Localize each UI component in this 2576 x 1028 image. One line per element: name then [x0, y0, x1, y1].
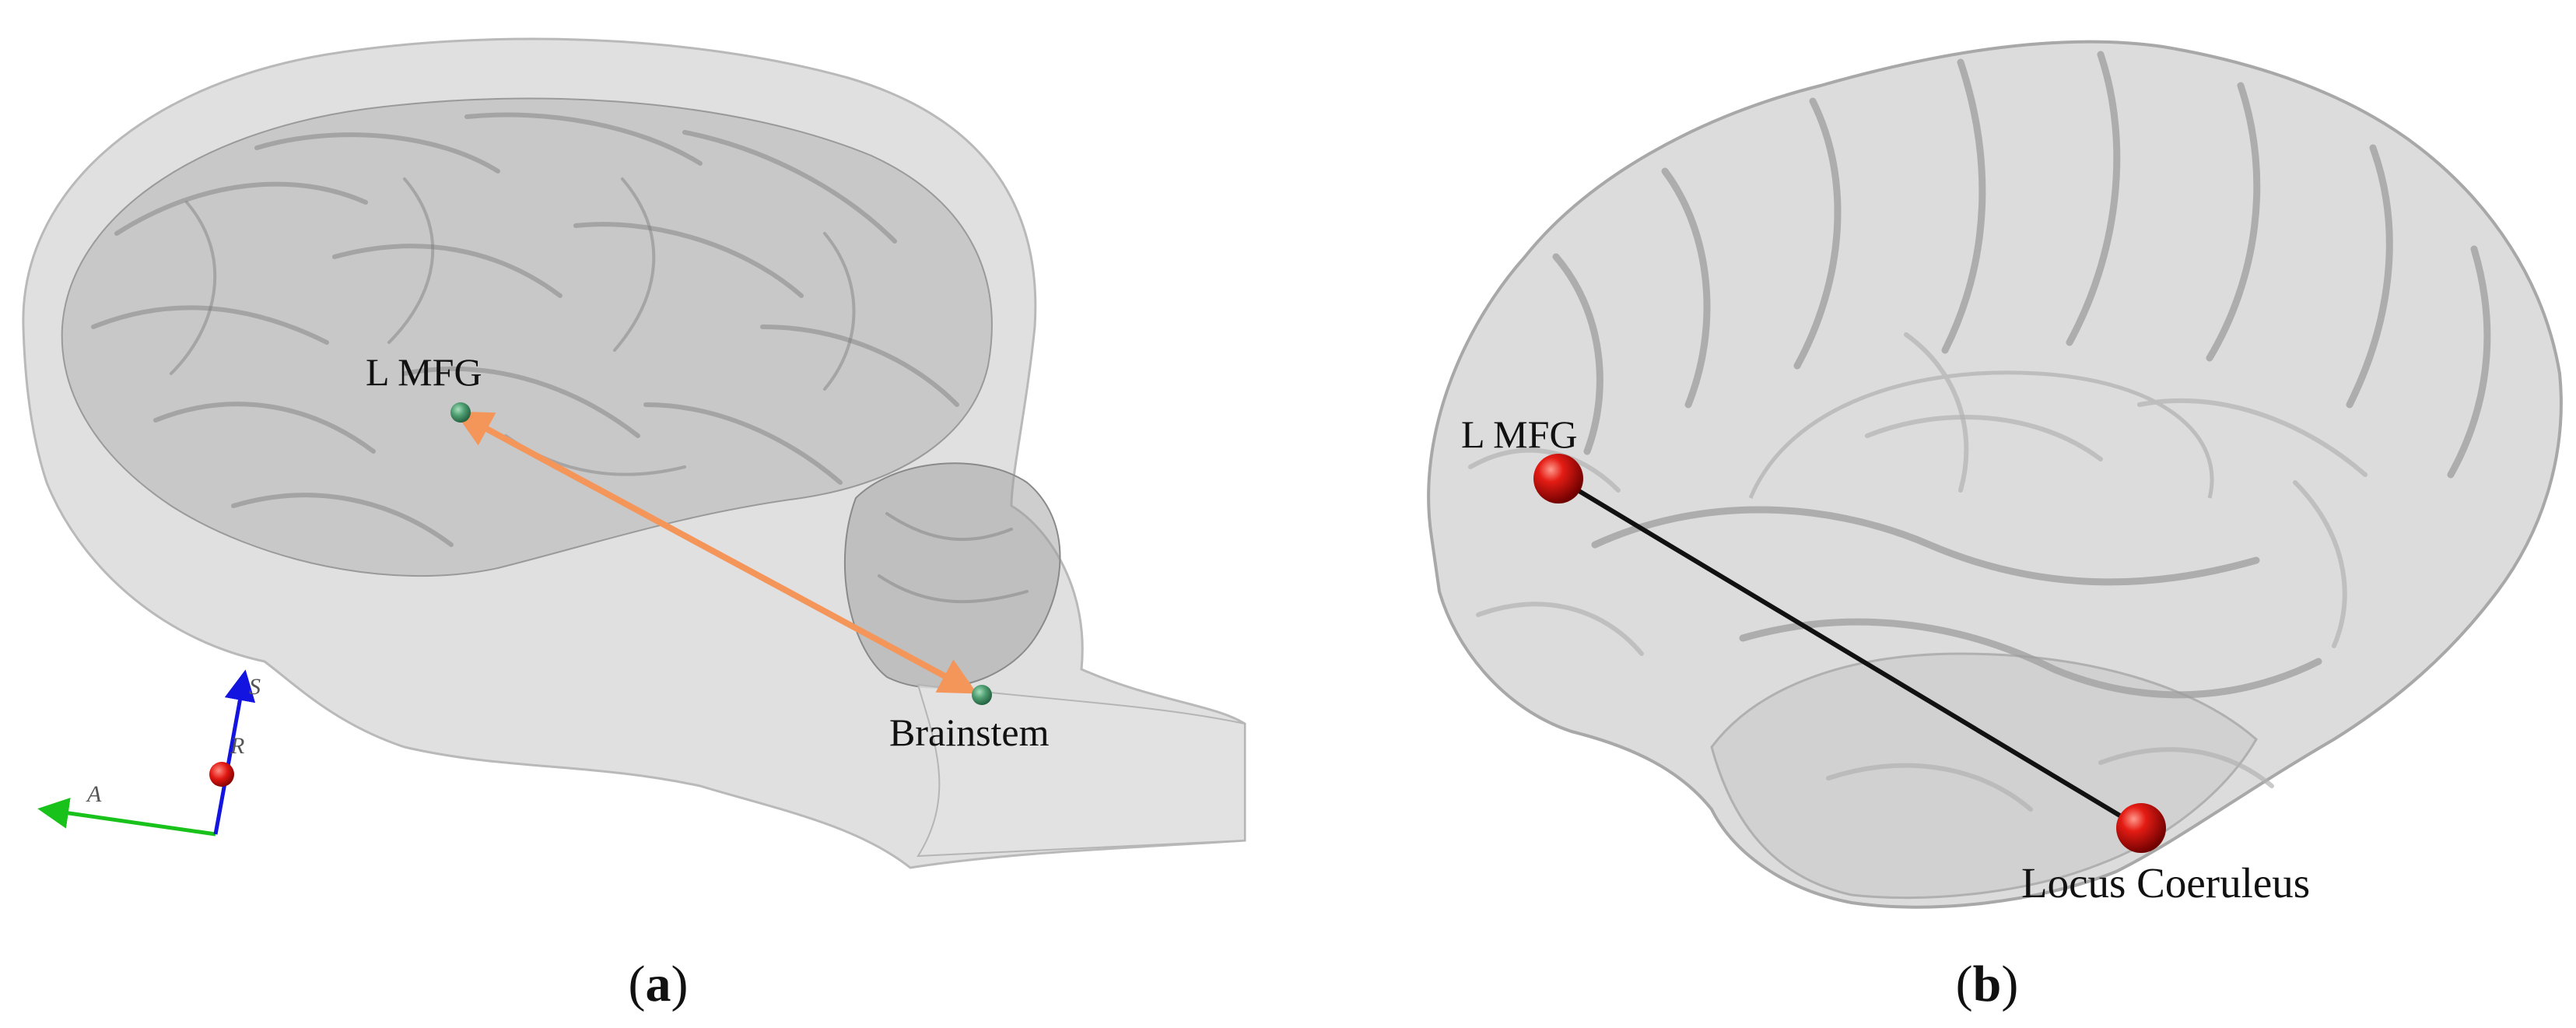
node-locus-coeruleus [2116, 803, 2166, 853]
brain-surface-lateral [1427, 40, 2563, 909]
panel-b: L MFG Locus Coeruleus (b) [1427, 40, 2563, 1012]
brain-volume-sagittal [22, 37, 1246, 869]
connector-mfg-locus-coeruleus [1561, 479, 2140, 829]
node-brainstem [972, 685, 992, 705]
panel-a: L MFG Brainstem A S R (a) [22, 37, 1246, 1012]
node-label-brainstem: Brainstem [889, 710, 1050, 754]
orientation-axes: A S R [37, 669, 261, 837]
axis-label-a: A [86, 781, 102, 807]
axis-label-r: R [230, 733, 244, 759]
caption-b: (b) [1956, 956, 2019, 1012]
axis-right-marker-icon [209, 762, 234, 787]
caption-a: (a) [629, 956, 689, 1012]
node-label-locus-coeruleus: Locus Coeruleus [2021, 859, 2310, 907]
node-l-mfg [1533, 454, 1583, 503]
node-label-l-mfg: L MFG [1461, 412, 1578, 456]
connector-mfg-brainstem [454, 411, 978, 694]
node-l-mfg [450, 402, 471, 423]
node-label-l-mfg: L MFG [366, 350, 482, 394]
axis-superior-arrow [213, 669, 256, 835]
axis-label-s: S [249, 674, 261, 700]
axis-anterior-arrow [37, 798, 216, 837]
